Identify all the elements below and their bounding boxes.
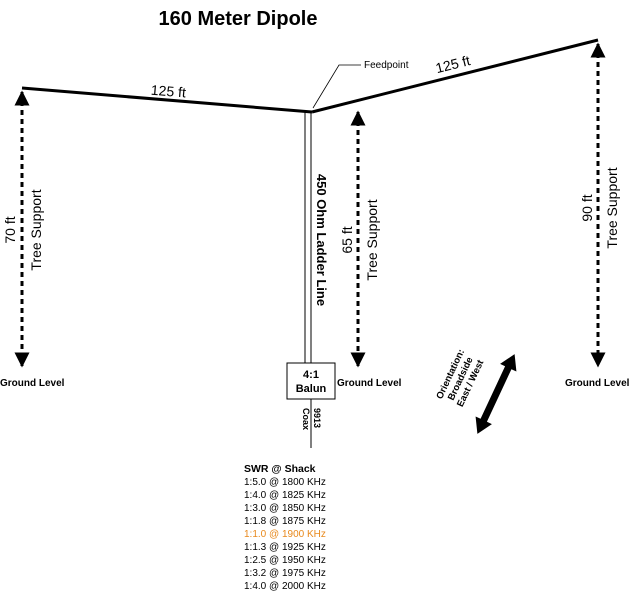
swr-row: 1:4.0 @ 2000 KHz [244, 581, 326, 592]
support-middle-height: 65 ft [339, 226, 355, 253]
ladder-line-label: 450 Ohm Ladder Line [314, 174, 329, 306]
swr-row-best-match: 1:1.0 @ 1900 KHz [244, 529, 326, 540]
swr-heading: SWR @ Shack [244, 463, 316, 475]
swr-row: 1:4.0 @ 1825 KHz [244, 490, 326, 501]
support-left-height: 70 ft [2, 216, 18, 243]
feedpoint-label: Feedpoint [364, 60, 409, 71]
support-right-ground-label: Ground Level [565, 378, 630, 389]
right-antenna-leg [311, 38, 599, 114]
support-middle-label: Tree Support [364, 199, 380, 280]
balun-ratio-label: 4:1 [303, 369, 319, 381]
orientation-arrow [475, 354, 517, 434]
support-left-label: Tree Support [28, 189, 44, 270]
swr-row: 1:1.8 @ 1875 KHz [244, 516, 326, 527]
orientation-label: Orientation: Broadside East / West [434, 348, 486, 409]
swr-table: SWR @ Shack 1:5.0 @ 1800 KHz 1:4.0 @ 182… [244, 463, 404, 593]
support-right-height: 90 ft [579, 194, 595, 221]
swr-row: 1:3.2 @ 1975 KHz [244, 568, 326, 579]
swr-row: 1:5.0 @ 1800 KHz [244, 477, 326, 488]
orientation-arrow-shape [475, 354, 517, 434]
left-antenna-leg [21, 86, 313, 114]
swr-row: 1:1.3 @ 1925 KHz [244, 542, 326, 553]
diagram-title: 160 Meter Dipole [159, 8, 318, 30]
balun-name-label: Balun [296, 383, 327, 395]
support-middle-ground-label: Ground Level [337, 378, 402, 389]
support-left-ground-label: Ground Level [0, 378, 65, 389]
feedpoint-leader-line [312, 64, 361, 109]
left-leg-length: 125 ft [150, 82, 186, 101]
swr-row: 1:3.0 @ 1850 KHz [244, 503, 326, 514]
coax-type-label: 9913 [312, 408, 322, 428]
coax-name-label: Coax [301, 408, 311, 430]
swr-row: 1:2.5 @ 1950 KHz [244, 555, 326, 566]
support-right-label: Tree Support [604, 167, 620, 248]
